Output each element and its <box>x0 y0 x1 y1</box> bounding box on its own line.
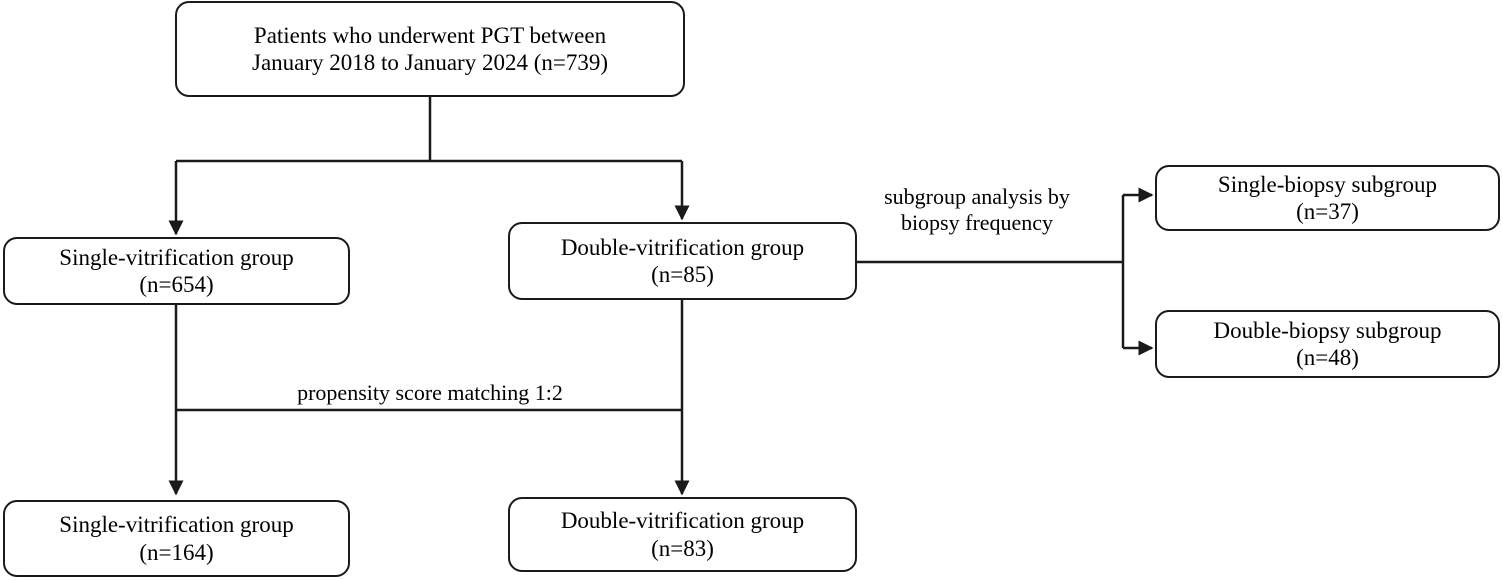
edge-label-subgroup-analysis: subgroup analysis by biopsy frequency <box>852 184 1102 237</box>
node-double-vitrification-post-line1: Double-vitrification group <box>560 508 805 534</box>
node-cohort-line1: Patients who underwent PGT between <box>253 22 607 48</box>
node-single-biopsy-subgroup-line2: (n=37) <box>1296 199 1359 224</box>
node-double-vitrification-pre-line2: (n=85) <box>651 262 714 287</box>
node-double-biopsy-subgroup-line1: Double-biopsy subgroup <box>1213 317 1442 343</box>
edge-label-propensity-matching: propensity score matching 1:2 <box>178 380 682 406</box>
node-double-vitrification-post[interactable]: Double-vitrification group (n=83) <box>508 497 857 572</box>
node-single-vitrification-pre[interactable]: Single-vitrification group (n=654) <box>3 237 350 305</box>
node-double-vitrification-pre[interactable]: Double-vitrification group (n=85) <box>508 222 857 300</box>
node-single-biopsy-subgroup[interactable]: Single-biopsy subgroup (n=37) <box>1155 165 1500 231</box>
node-cohort-line2: January 2018 to January 2024 (n=739) <box>252 50 608 75</box>
node-single-vitrification-post-line2: (n=164) <box>139 539 214 565</box>
edge-label-propensity-matching-line1: propensity score matching 1:2 <box>297 380 563 405</box>
node-single-biopsy-subgroup-line1: Single-biopsy subgroup <box>1217 171 1438 197</box>
node-double-biopsy-subgroup-line2: (n=48) <box>1296 345 1359 370</box>
edge-label-subgroup-analysis-line1: subgroup analysis by <box>884 184 1070 209</box>
node-double-vitrification-pre-line1: Double-vitrification group <box>560 234 805 260</box>
node-double-biopsy-subgroup[interactable]: Double-biopsy subgroup (n=48) <box>1155 310 1500 378</box>
node-cohort[interactable]: Patients who underwent PGT between Janua… <box>175 1 685 97</box>
node-single-vitrification-pre-line2: (n=654) <box>139 272 214 297</box>
edge-label-subgroup-analysis-line2: biopsy frequency <box>900 210 1054 236</box>
node-single-vitrification-post[interactable]: Single-vitrification group (n=164) <box>3 500 350 577</box>
node-single-vitrification-post-line1: Single-vitrification group <box>59 512 294 538</box>
node-double-vitrification-post-line2: (n=83) <box>651 535 714 561</box>
node-single-vitrification-pre-line1: Single-vitrification group <box>59 244 294 270</box>
